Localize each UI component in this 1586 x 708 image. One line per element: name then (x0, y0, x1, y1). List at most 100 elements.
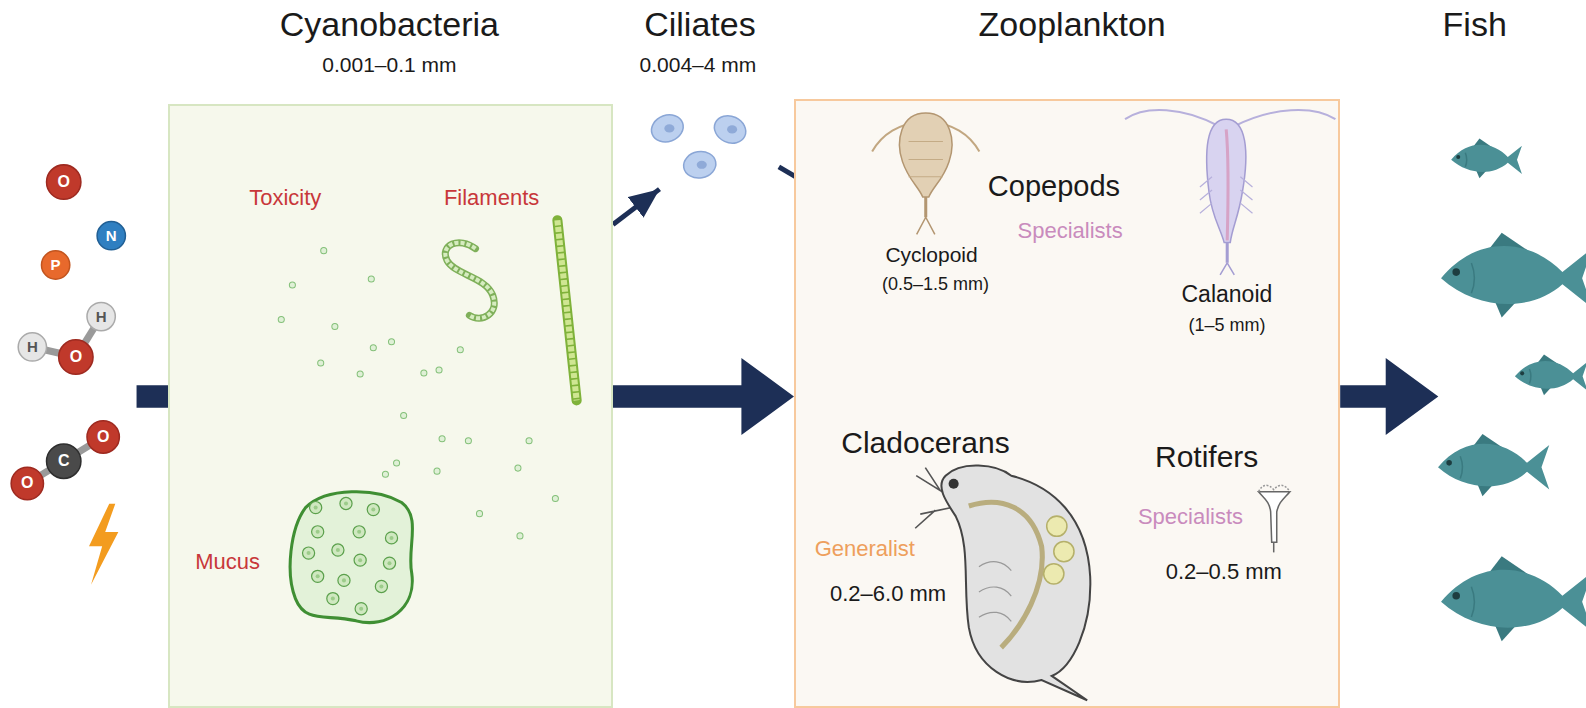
atom-circle (11, 467, 43, 499)
colony-cell-core (389, 536, 393, 540)
node-detail: 0.004–4 mm (640, 53, 757, 76)
calanoid-group: Calanoid(1–5 mm) (1121, 104, 1337, 342)
fish-body (1451, 145, 1522, 174)
fish-eye (1453, 592, 1461, 600)
daphnia-egg (1054, 541, 1074, 561)
colony-cell-core (344, 502, 348, 506)
colony-cell (311, 570, 323, 582)
illustration-group (1258, 485, 1289, 552)
colony-cell (355, 603, 367, 615)
calanoid-furca (1220, 263, 1234, 275)
cyanobacteria-cell (357, 371, 363, 377)
flow-arrow (613, 358, 794, 435)
cyanobacteria-cell (382, 471, 388, 477)
cyanobacteria-cell (321, 248, 327, 254)
colony-cell (367, 504, 379, 516)
atom-circle (41, 251, 69, 279)
body-segment (908, 141, 942, 142)
fish-gill (1530, 369, 1531, 384)
calanoid-gut (1226, 129, 1228, 240)
cyanobacteria-panel-illustration (170, 106, 615, 708)
colony-cell-core (359, 607, 363, 611)
colony-cell-core (371, 508, 375, 512)
colony-cell-core (316, 574, 320, 578)
illustration-group (872, 113, 979, 234)
node-detail: 0.001–0.1 mm (322, 53, 456, 76)
node-title: Cyanobacteria (280, 7, 499, 44)
cyclopoid-furca (916, 217, 934, 234)
ciliate-nucleus (665, 124, 675, 132)
atom-circle (47, 165, 81, 199)
feature-label: Toxicity (249, 186, 321, 210)
cyanobacteria-cell (370, 345, 376, 351)
rotifer-foot (1273, 542, 1275, 552)
cyanobacteria-cell (434, 468, 440, 474)
colony-cell-core (342, 579, 346, 583)
cyanobacteria-panel: Cyanobacteria0.001–0.1 mm (168, 104, 613, 708)
fish-body (1438, 444, 1549, 490)
flow-arrow (1340, 358, 1438, 435)
fish-gill (1472, 587, 1475, 617)
node-detail: Generalist (815, 537, 915, 561)
daphnia-leg (979, 561, 1011, 570)
node-title: Rotifers (1155, 440, 1258, 473)
calanoid-leg (1200, 203, 1253, 213)
colony-cell (311, 526, 323, 538)
cyclopoid-group-illustration (860, 106, 1007, 303)
fish-eye (1453, 268, 1461, 276)
atom-circle (18, 333, 46, 361)
rotifer-body (1258, 492, 1289, 543)
atom-circle (87, 302, 115, 330)
cyanobacteria-cell (332, 324, 338, 330)
body-segment (908, 159, 942, 160)
colony-cell (383, 557, 395, 569)
daphnia-carapace (942, 465, 1091, 700)
antenna (1125, 110, 1219, 126)
fish-body (1515, 361, 1586, 391)
cyanobacteria-cell (465, 438, 471, 444)
colony-cell-core (379, 585, 383, 589)
cyclopoid-tail (924, 197, 927, 217)
cyanobacteria-cell (278, 317, 284, 323)
colony-cell (309, 502, 321, 514)
colony-cell (327, 593, 339, 605)
atom-circle (59, 340, 93, 374)
colony-cell-core (357, 530, 361, 534)
atom-symbol: O (97, 428, 109, 446)
node-detail: 0.2–0.5 mm (1166, 560, 1282, 584)
cyanobacteria-cell (318, 360, 324, 366)
fish-group: Fish (1438, 0, 1586, 708)
straight-filament (557, 220, 576, 400)
rotifer-cilia (1258, 485, 1289, 491)
zooplankton-panel: ZooplanktonCopepodsSpecialistsCyclopoid(… (794, 99, 1340, 708)
illustration-group (1438, 139, 1586, 642)
cyanobacteria-cell (388, 339, 394, 345)
copepods-group: CopepodsSpecialists (966, 164, 1148, 251)
ciliate-cell (682, 149, 718, 181)
atom-symbol: N (106, 227, 117, 244)
colony-cell (353, 526, 365, 538)
ciliate-nucleus (697, 161, 707, 169)
illustration-group (1125, 110, 1335, 275)
daphnia-leg (979, 587, 1011, 596)
colony-cell-core (316, 530, 320, 534)
colony-cell (375, 581, 387, 593)
ciliates-group: Ciliates0.004–4 mm (635, 5, 779, 189)
cladocerans-group-illustration (809, 417, 1097, 708)
node-title: Cyclopoid (885, 243, 977, 266)
fish-eye (1447, 460, 1453, 466)
feature-label: Filaments (444, 186, 539, 210)
cyanobacteria-cell (421, 370, 427, 376)
atom-symbol: H (96, 308, 107, 325)
atom-circle (47, 444, 81, 478)
cyclopoid-group: Cyclopoid(0.5–1.5 mm) (860, 106, 1007, 303)
feature-label: Mucus (195, 550, 260, 574)
daphnia-egg (1047, 516, 1067, 536)
atom-symbol: H (27, 339, 38, 356)
cyanobacteria-cell (401, 413, 407, 419)
spiral-filament-beads (445, 243, 494, 318)
fish-gill (1466, 153, 1467, 167)
colony-cell (338, 574, 350, 586)
cyanobacteria-cell (517, 533, 523, 539)
cyanobacteria-cell (368, 276, 374, 282)
